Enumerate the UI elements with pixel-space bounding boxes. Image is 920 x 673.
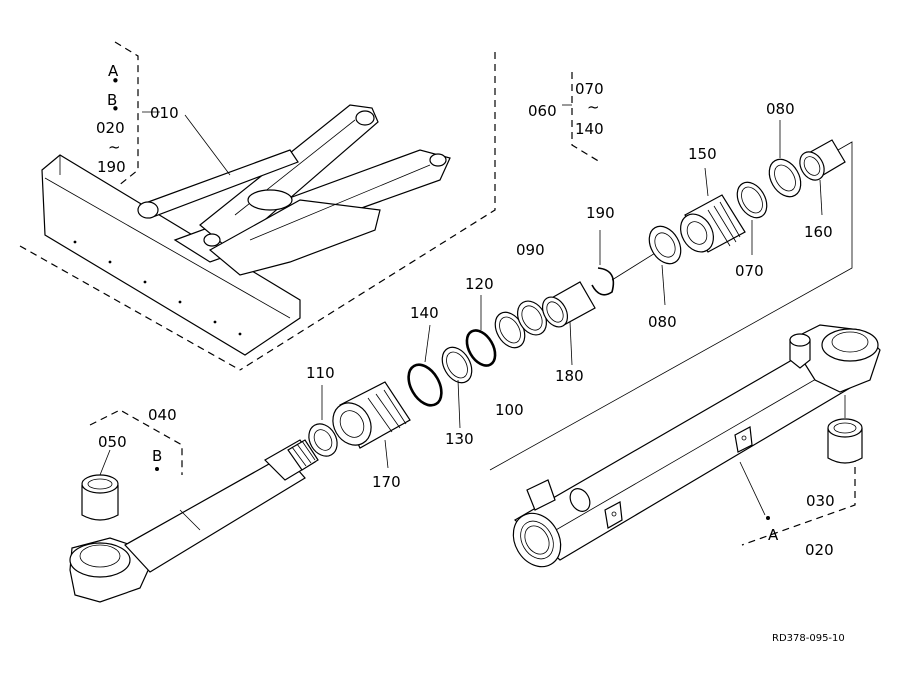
seal-components (308, 230, 661, 469)
label-dot1: • (111, 72, 120, 90)
label-080b: 080 (648, 313, 677, 331)
label-190b: 190 (586, 204, 615, 222)
label-B1: B (107, 91, 117, 109)
label-180: 180 (555, 367, 584, 385)
label-tilde2: ~ (587, 98, 600, 116)
label-040: 040 (148, 406, 177, 424)
reference-code: RD378-095-10 (772, 633, 845, 644)
label-080a: 080 (766, 100, 795, 118)
piston-rod-assembly (69, 409, 319, 603)
label-070b: 070 (735, 262, 764, 280)
label-tilde1: ~ (108, 138, 121, 156)
rod-thread (287, 439, 319, 471)
label-020b: 020 (805, 541, 834, 559)
label-110: 110 (306, 364, 335, 382)
label-020: 020 (96, 119, 125, 137)
label-060: 060 (528, 102, 557, 120)
label-140a: 140 (575, 120, 604, 138)
blade-bolt-holes (73, 240, 242, 336)
label-B2: B (152, 447, 162, 465)
label-120: 120 (465, 275, 494, 293)
label-090: 090 (516, 241, 545, 259)
label-130: 130 (445, 430, 474, 448)
label-140b: 140 (410, 304, 439, 322)
label-A2: A (768, 526, 779, 544)
label-160: 160 (804, 223, 833, 241)
cylinder-tube (512, 324, 881, 568)
label-030: 030 (806, 492, 835, 510)
dot-B2 (155, 467, 159, 471)
label-170: 170 (372, 473, 401, 491)
label-190a: 190 (97, 158, 126, 176)
label-070a: 070 (575, 80, 604, 98)
label-100: 100 (495, 401, 524, 419)
label-dot2: • (111, 100, 120, 118)
label-010: 010 (150, 104, 179, 122)
label-050: 050 (98, 433, 127, 451)
part-labels: A • B • 020 ~ 190 010 060 070 ~ 140 080 … (96, 62, 845, 644)
label-150: 150 (688, 145, 717, 163)
blade-frame-assembly (19, 41, 496, 371)
piston-components (489, 72, 853, 471)
label-A1: A (108, 62, 119, 80)
